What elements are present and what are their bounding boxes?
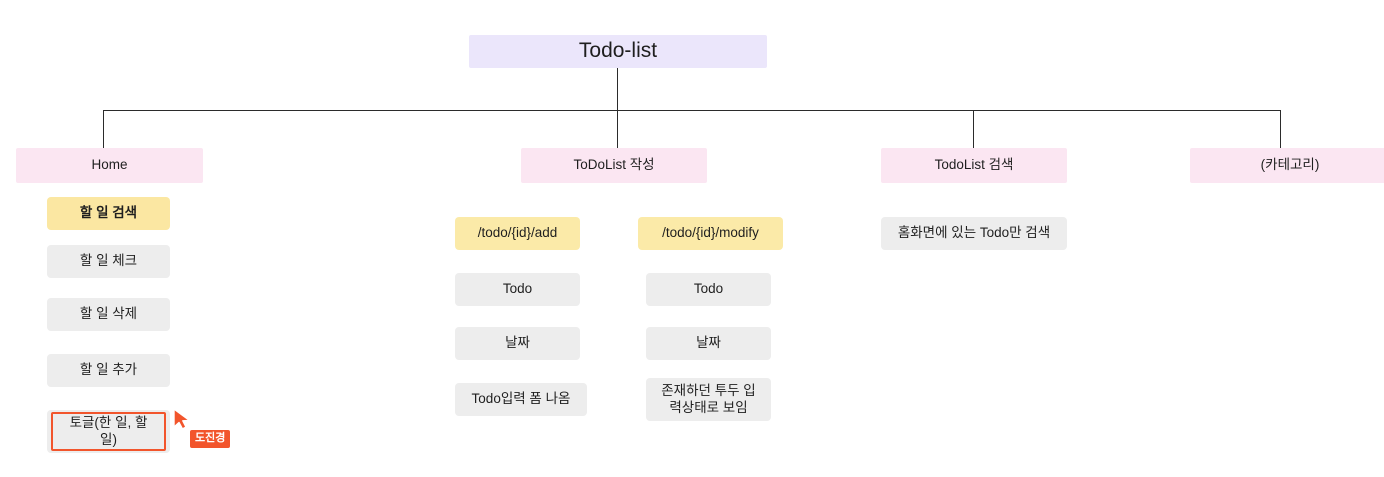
connector-drop-category	[1280, 110, 1281, 148]
node-add-field-date[interactable]: 날짜	[455, 327, 580, 360]
connector-drop-todolist-write	[617, 110, 618, 148]
connector-drop-todolist-search	[973, 110, 974, 148]
connector-root-stem	[617, 68, 618, 110]
node-root-todo-list[interactable]: Todo-list	[469, 35, 767, 68]
node-section-todolist-write[interactable]: ToDoList 작성	[521, 148, 707, 183]
connector-bus	[103, 110, 1281, 111]
node-home-toggle[interactable]: 토글(한 일, 할 일)	[47, 410, 170, 453]
connector-drop-home	[103, 110, 104, 148]
node-search-home-only[interactable]: 홈화면에 있는 Todo만 검색	[881, 217, 1067, 250]
node-home-check-todo[interactable]: 할 일 체크	[47, 245, 170, 278]
node-home-add-todo[interactable]: 할 일 추가	[47, 354, 170, 387]
collaborator-name-label: 도진경	[190, 430, 231, 448]
node-section-home[interactable]: Home	[16, 148, 203, 183]
cursor-pointer-icon	[173, 408, 191, 430]
node-add-field-todo[interactable]: Todo	[455, 273, 580, 306]
node-section-todolist-search[interactable]: TodoList 검색	[881, 148, 1067, 183]
node-add-note-form[interactable]: Todo입력 폼 나옴	[455, 383, 587, 416]
node-modify-field-todo[interactable]: Todo	[646, 273, 771, 306]
node-modify-field-date[interactable]: 날짜	[646, 327, 771, 360]
node-section-category[interactable]: (카테고리)	[1190, 148, 1384, 183]
node-home-delete-todo[interactable]: 할 일 삭제	[47, 298, 170, 331]
node-modify-note-prefilled[interactable]: 존재하던 투두 입력상태로 보임	[646, 378, 771, 421]
node-home-search-todo[interactable]: 할 일 검색	[47, 197, 170, 230]
node-route-todo-modify[interactable]: /todo/{id}/modify	[638, 217, 783, 250]
node-route-todo-add[interactable]: /todo/{id}/add	[455, 217, 580, 250]
